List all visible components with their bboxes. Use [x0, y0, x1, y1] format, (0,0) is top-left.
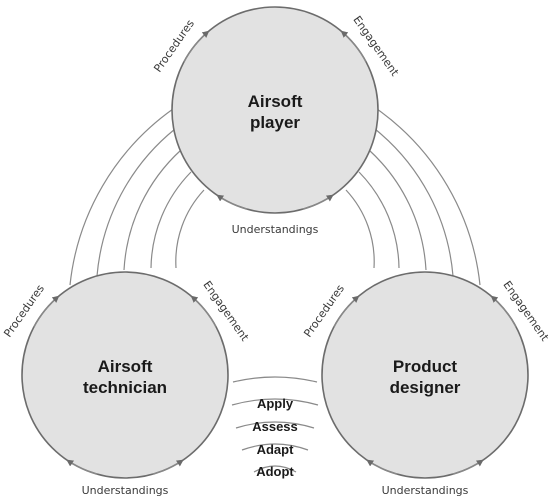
flow-apply: Apply — [257, 396, 294, 411]
player-understandings-label: Understandings — [232, 223, 319, 236]
arc-bottom-5 — [253, 465, 297, 473]
flow-adapt: Adapt — [257, 442, 295, 457]
designer-understandings-arrow-left — [366, 459, 398, 475]
arc-bottom-4 — [241, 443, 309, 451]
technician-procedures-arrow — [33, 295, 60, 327]
technician-understandings-label: Understandings — [82, 484, 169, 497]
node-technician-title-line2: technician — [83, 378, 167, 397]
arc-right-5 — [345, 189, 375, 269]
node-player-circle — [171, 6, 379, 214]
arc-bottom-3 — [235, 421, 315, 429]
player-understandings-arrow-right — [302, 194, 334, 210]
player-procedures-arrow — [183, 30, 210, 62]
arcs-player-technician — [69, 108, 205, 286]
node-player-title-line2: player — [250, 113, 300, 132]
technician-engagement-arrow — [190, 295, 217, 327]
arc-right-4 — [358, 171, 400, 269]
designer-procedures-arrow — [333, 295, 360, 327]
technician-understandings-arrow-left — [66, 459, 98, 475]
arc-left-2 — [96, 128, 176, 277]
designer-understandings-arrow-right — [452, 459, 484, 475]
flow-adopt: Adopt — [256, 464, 294, 479]
node-designer-circle — [321, 271, 529, 479]
node-technician-title-line1: Airsoft — [98, 357, 153, 376]
arc-right-2 — [374, 128, 454, 277]
node-airsoft-player: Airsoft player Procedures Engagement Und… — [151, 6, 402, 236]
node-technician-circle — [21, 271, 229, 479]
flow-assess: Assess — [252, 419, 298, 434]
arc-left-3 — [123, 149, 182, 271]
node-designer-title-line2: designer — [390, 378, 461, 397]
arc-bottom-1 — [232, 376, 318, 383]
arcs-player-designer — [345, 108, 481, 286]
designer-understandings-label: Understandings — [382, 484, 469, 497]
node-airsoft-technician: Airsoft technician Procedures Engagement… — [1, 271, 252, 497]
arc-left-1 — [69, 108, 174, 286]
node-designer-title-line1: Product — [393, 357, 458, 376]
arc-left-4 — [150, 171, 192, 269]
node-product-designer: Product designer Procedures Engagement U… — [301, 271, 550, 497]
designer-engagement-arrow — [490, 295, 517, 327]
arcs-technician-designer — [231, 376, 319, 473]
player-engagement-arrow — [340, 30, 367, 62]
arc-left-5 — [175, 189, 205, 269]
player-understandings-arrow-left — [216, 194, 248, 210]
arc-right-3 — [368, 149, 427, 271]
node-player-title-line1: Airsoft — [248, 92, 303, 111]
arc-right-1 — [376, 108, 481, 286]
technician-understandings-arrow-right — [152, 459, 184, 475]
arc-bottom-2 — [231, 398, 319, 406]
